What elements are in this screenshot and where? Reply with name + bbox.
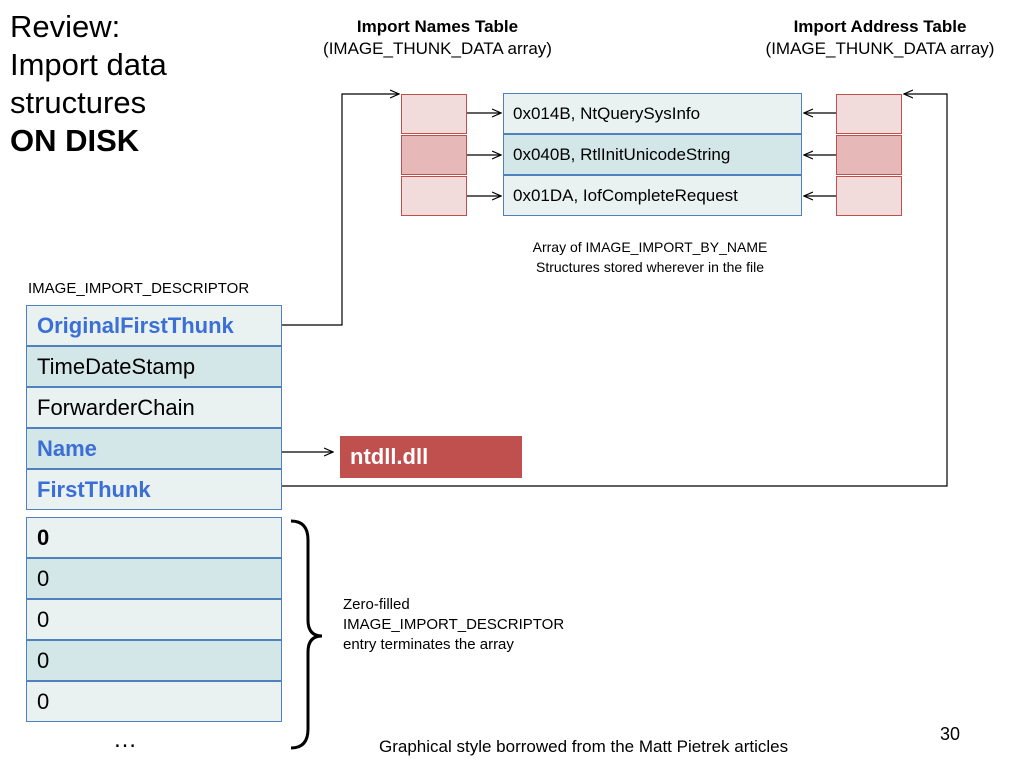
- descriptor-label: IMAGE_IMPORT_DESCRIPTOR: [28, 280, 250, 297]
- byname-note-line-1: Array of IMAGE_IMPORT_BY_NAME: [532, 239, 768, 255]
- zero-note-line-1: Zero-filled: [343, 596, 410, 613]
- page-number: 30: [940, 724, 961, 744]
- title-line-1: Review:: [10, 9, 121, 44]
- int-thunk-3: [401, 176, 467, 216]
- import-by-name-2: 0x040B, RtlInitUnicodeString: [503, 134, 802, 175]
- byname-note-line-2: Structures stored wherever in the file: [536, 259, 764, 275]
- zero-entry-note: Zero-filled IMAGE_IMPORT_DESCRIPTOR entr…: [343, 595, 564, 655]
- int-title: Import Names Table: [356, 17, 519, 36]
- field-original-first-thunk: OriginalFirstThunk: [26, 305, 282, 346]
- import-names-table-header: Import Names Table (IMAGE_THUNK_DATA arr…: [290, 16, 585, 60]
- original-first-thunk-arrow: [282, 94, 399, 326]
- zero-field-2: 0: [26, 558, 282, 599]
- dll-name-box: ntdll.dll: [340, 436, 522, 478]
- iat-title: Import Address Table: [793, 17, 967, 36]
- slide-title: Review: Import data structures ON DISK: [10, 8, 167, 160]
- first-thunk-arrow: [282, 94, 948, 487]
- zero-field-1: 0: [26, 517, 282, 558]
- iat-subtitle: (IMAGE_THUNK_DATA array): [765, 39, 995, 58]
- iat-thunk-3: [836, 176, 902, 216]
- title-line-4: ON DISK: [10, 123, 140, 158]
- import-by-name-1: 0x014B, NtQuerySysInfo: [503, 93, 802, 134]
- int-subtitle: (IMAGE_THUNK_DATA array): [323, 39, 552, 58]
- title-line-3: structures: [10, 85, 147, 120]
- iat-thunk-2: [836, 135, 902, 175]
- int-thunk-2: [401, 135, 467, 175]
- zero-field-3: 0: [26, 599, 282, 640]
- import-by-name-3: 0x01DA, IofCompleteRequest: [503, 175, 802, 216]
- ellipsis: …: [113, 726, 139, 753]
- title-line-2: Import data: [10, 47, 167, 82]
- iat-thunk-1: [836, 94, 902, 134]
- int-thunk-1: [401, 94, 467, 134]
- byname-note: Array of IMAGE_IMPORT_BY_NAME Structures…: [480, 237, 820, 277]
- import-address-table-header: Import Address Table (IMAGE_THUNK_DATA a…: [735, 16, 1024, 60]
- field-first-thunk: FirstThunk: [26, 469, 282, 510]
- credit-text: Graphical style borrowed from the Matt P…: [379, 737, 789, 756]
- curly-brace: [290, 519, 323, 750]
- field-name: Name: [26, 428, 282, 469]
- zero-note-line-3: entry terminates the array: [343, 636, 514, 653]
- field-forwarder-chain: ForwarderChain: [26, 387, 282, 428]
- zero-note-line-2: IMAGE_IMPORT_DESCRIPTOR: [343, 616, 565, 633]
- zero-field-5: 0: [26, 681, 282, 722]
- field-time-date-stamp: TimeDateStamp: [26, 346, 282, 387]
- zero-field-4: 0: [26, 640, 282, 681]
